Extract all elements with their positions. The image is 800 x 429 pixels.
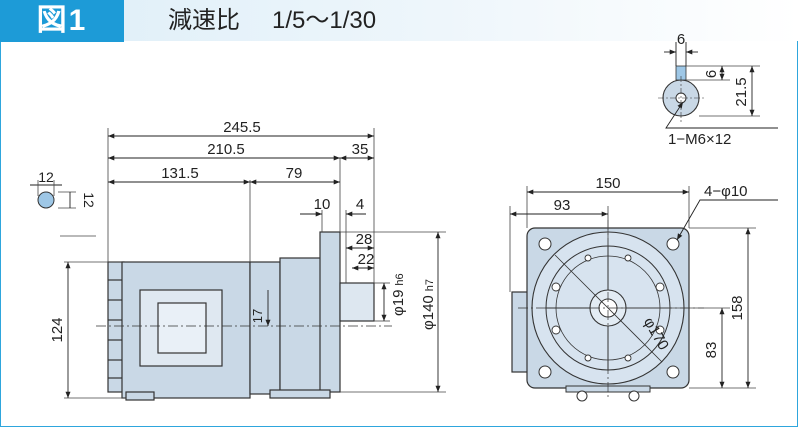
dim-width-150: 150	[595, 175, 620, 192]
dim-motor-length: 131.5	[161, 165, 199, 182]
dim-overall-length: 245.5	[223, 119, 261, 136]
header-bar	[0, 0, 800, 41]
dim-tapped-hole: 1−M6×12	[668, 131, 731, 148]
reduction-ratio-range: 1/5～1/30	[272, 7, 377, 34]
dim-height-124: 124	[49, 317, 66, 342]
dim-center-83: 83	[703, 342, 720, 359]
shaft-end-dimension-lines	[664, 42, 778, 129]
front-dimension-lines	[509, 189, 778, 388]
keyway-detail	[30, 180, 76, 209]
output-flange	[319, 231, 341, 393]
dim-offset-17: 17	[250, 309, 265, 323]
reduction-ratio-label: 減速比	[168, 7, 240, 34]
front-view	[511, 220, 704, 402]
shaft-end-detail	[658, 65, 704, 122]
front-extension-lines	[509, 186, 756, 389]
dim-pilot-diameter: φ140	[420, 295, 437, 330]
side-dimension-lines	[65, 133, 441, 398]
dim-height-158: 158	[729, 295, 746, 320]
dim-shaft-step: 4	[356, 196, 364, 213]
dim-offset-93: 93	[554, 197, 571, 214]
dim-shaft-length: 35	[352, 141, 369, 158]
dim-key-width-6: 6	[677, 31, 685, 48]
dim-shaft-tolerance: h6	[394, 273, 406, 285]
dim-flange-thickness: 10	[314, 196, 331, 213]
dim-key-offset: 22	[358, 251, 375, 268]
output-shaft	[339, 282, 375, 322]
dim-key-length: 28	[356, 231, 373, 248]
dim-motor-to-flange: 210.5	[207, 141, 245, 158]
dim-pilot-tolerance: h7	[424, 279, 436, 291]
gearhead-body	[249, 261, 281, 395]
figure-title: 減速比 1/5～1/30	[168, 6, 376, 36]
svg-text:φ19h6: φ19h6	[390, 273, 407, 316]
side-view	[107, 231, 375, 401]
mounting-holes	[538, 237, 680, 379]
dim-keyway-width: 12	[38, 169, 54, 185]
dim-mounting-holes: 4−φ10	[704, 183, 748, 200]
dim-shaft-diameter: φ19	[390, 290, 407, 316]
dim-keyway-height: 12	[81, 192, 97, 208]
side-extension-lines	[60, 128, 446, 399]
dim-shaft-21-5: 21.5	[733, 77, 750, 106]
svg-text:φ140h7: φ140 h7	[420, 279, 437, 330]
dim-gearhead-length: 79	[286, 165, 303, 182]
dim-key-depth-6: 6	[703, 70, 720, 78]
figure-number-badge: 図1	[0, 0, 124, 42]
